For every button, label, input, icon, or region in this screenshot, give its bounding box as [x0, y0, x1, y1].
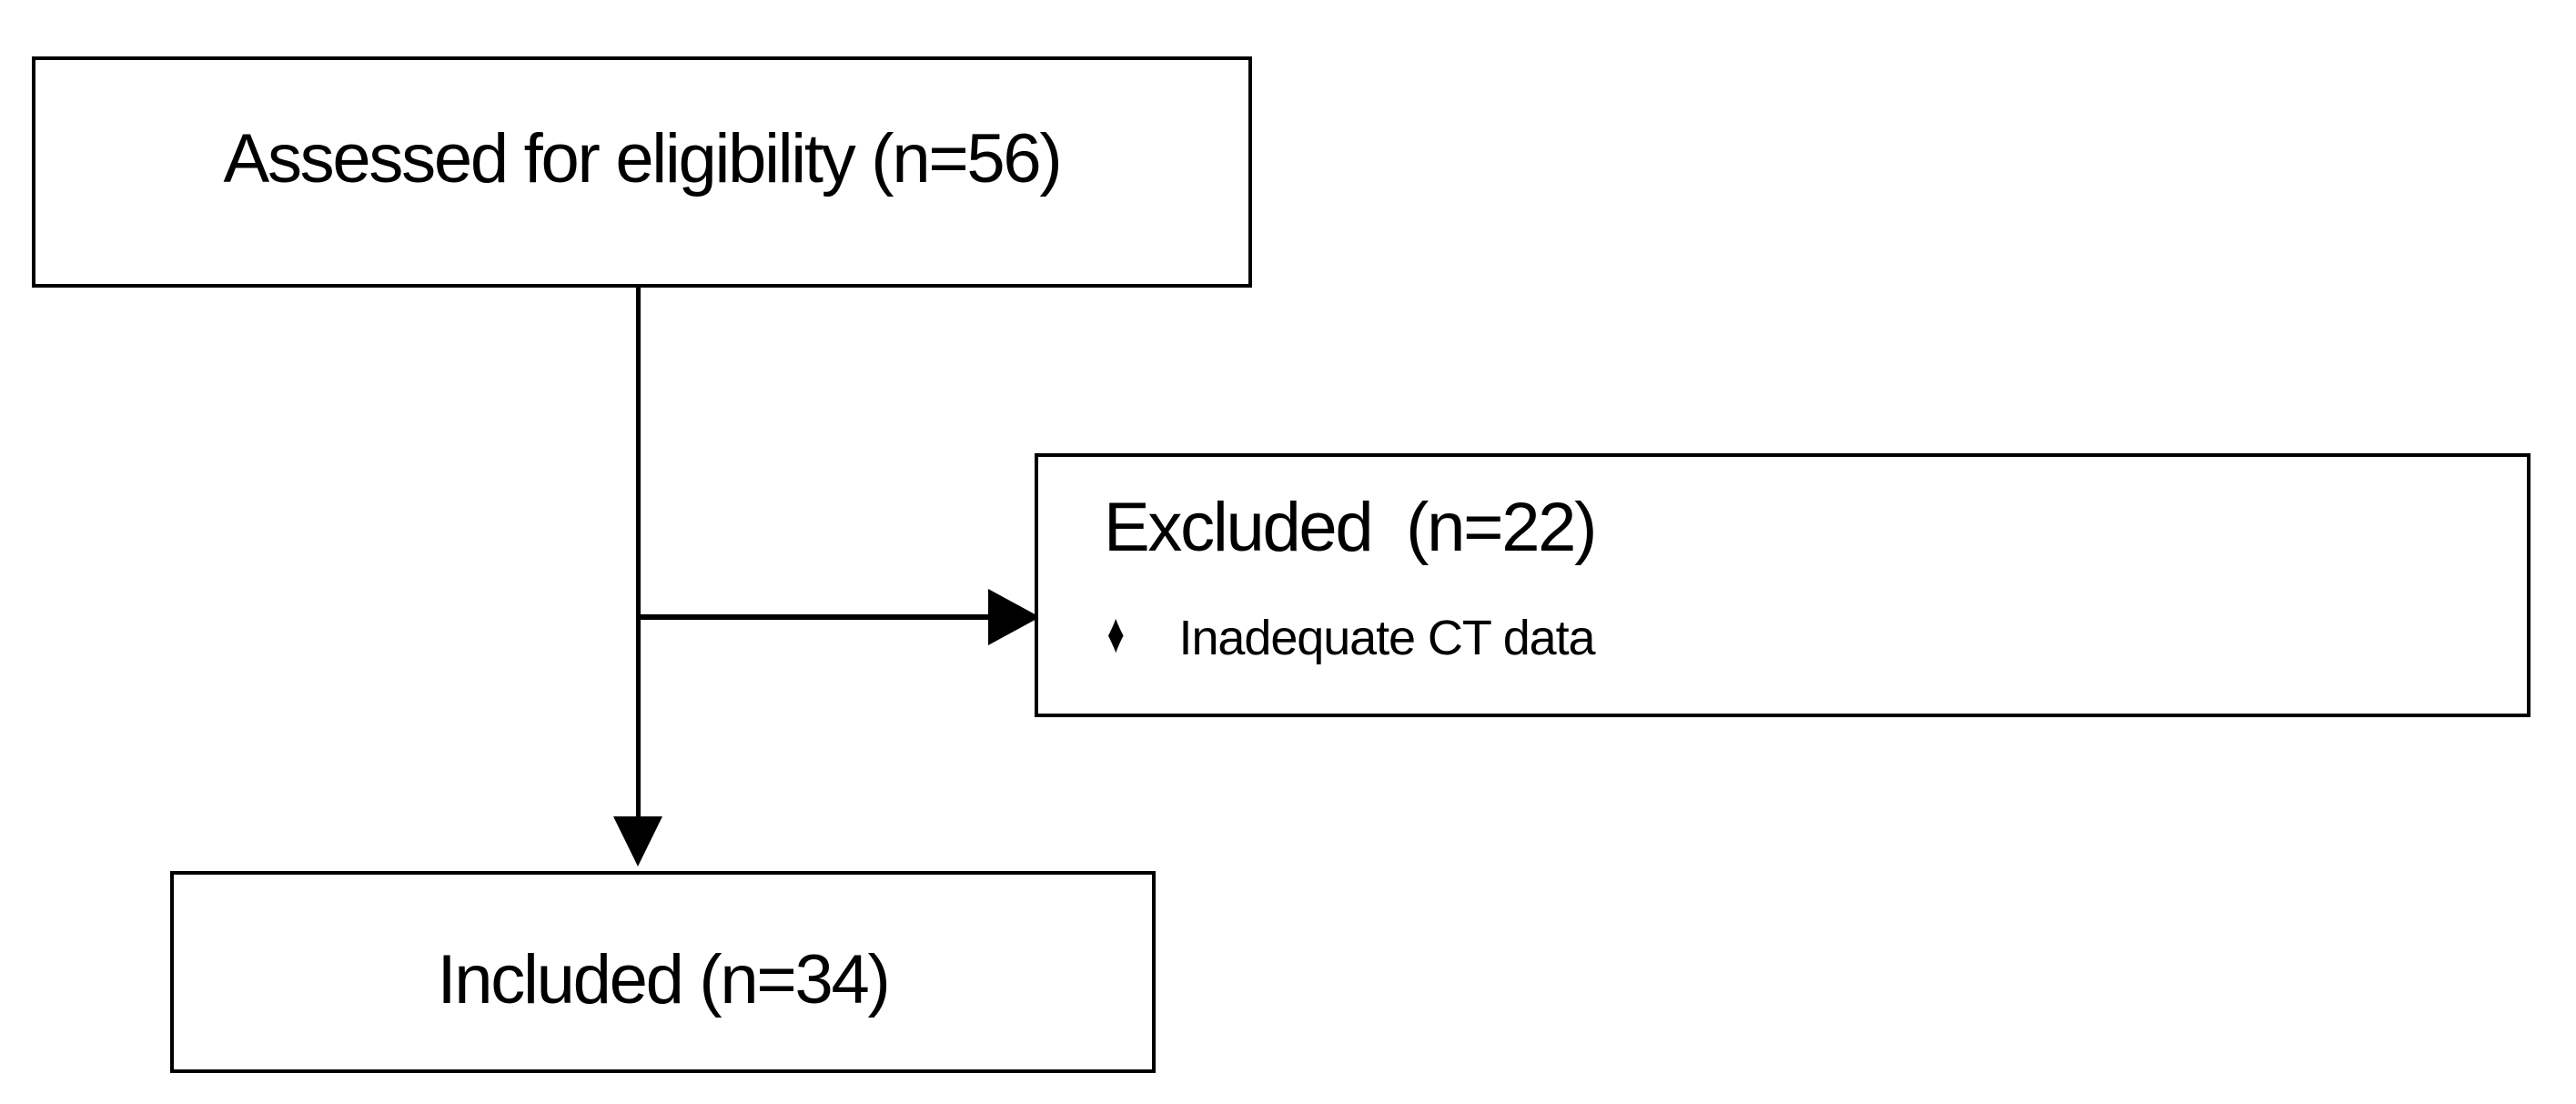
included-label: Included (n=34) — [437, 940, 890, 1018]
excluded-title: Excluded (n=22) — [1104, 489, 1597, 566]
assessed-label: Assessed for eligibility (n=56) — [223, 119, 1063, 198]
connector-horizontal-line — [636, 614, 991, 620]
node-included: Included (n=34) — [170, 871, 1156, 1073]
excluded-bullet-row: ♦ Inadequate CT data — [1104, 603, 2500, 666]
arrow-down-icon — [613, 816, 662, 866]
node-assessed-for-eligibility: Assessed for eligibility (n=56) — [32, 56, 1252, 288]
excluded-reason-label: Inadequate CT data — [1178, 610, 1596, 665]
connector-vertical-line — [636, 288, 641, 821]
arrow-right-icon — [988, 589, 1040, 645]
node-excluded: Excluded (n=22) ♦ Inadequate CT data — [1035, 453, 2531, 717]
diamond-bullet-icon: ♦ — [1106, 603, 1125, 665]
